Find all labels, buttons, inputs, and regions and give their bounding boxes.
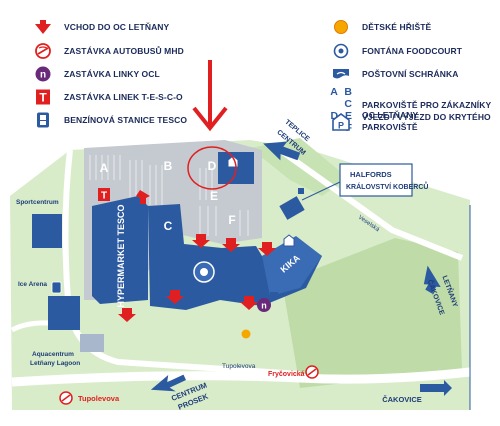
- parking-stripes: [89, 155, 249, 236]
- small-building-marker: [298, 188, 304, 194]
- cakovice-label: ČAKOVICE: [382, 395, 422, 404]
- entrance-arrow-5: [118, 308, 136, 322]
- entrance-arrows: [118, 190, 276, 322]
- sportcentrum-label: Sportcentrum: [16, 199, 59, 206]
- bus-stop-icon: [35, 43, 51, 59]
- tesco-label: HYPERMARKET TESCO: [116, 204, 126, 307]
- parking-label-c: C: [164, 219, 173, 233]
- legend-label-line1: VJEZD / VÝJEZD DO KRYTÉHO: [362, 112, 491, 122]
- dir-arrow-letnany: [423, 265, 441, 294]
- fuel-station-marker: [51, 281, 62, 294]
- mailbox-icon: [333, 69, 349, 79]
- playground-marker: [241, 329, 251, 339]
- legend-label: ZASTÁVKA LINEK T-E-S-C-O: [64, 92, 183, 102]
- legend-fuel: BENZÍNOVÁ STANICE TESCO: [34, 112, 187, 128]
- parking-label-e: E: [210, 189, 218, 203]
- legend-label: POŠTOVNÍ SCHRÁNKA: [362, 69, 459, 79]
- legend-ocl-stop: n ZASTÁVKA LINKY OCL: [34, 66, 160, 82]
- direction-arrows: [150, 141, 452, 396]
- fountain-marker: [193, 261, 215, 283]
- entrance-arrow-1: [136, 190, 150, 204]
- legend-label: BENZÍNOVÁ STANICE TESCO: [64, 115, 188, 125]
- halfords-label-1: HALFORDS: [350, 170, 392, 179]
- tupolevova-road-label: Tupolevova: [222, 363, 256, 370]
- legend-playground: DĚTSKÉ HŘIŠTĚ: [332, 19, 431, 35]
- svg-text:T: T: [39, 91, 47, 105]
- covered-parking-icon: P: [332, 113, 350, 131]
- legend-label-line1: PARKOVIŠTĚ PRO ZÁKAZNÍKY: [362, 100, 492, 110]
- frycovicka-label: Fryčovická: [268, 371, 305, 378]
- dir-arrow-centrum: [150, 374, 187, 392]
- ocl-line-stop-icon: n: [35, 66, 51, 82]
- legend-covered-parking: P VJEZD / VÝJEZD DO KRYTÉHO PARKOVIŠTĚ: [332, 112, 491, 132]
- tesco-stop-marker: T: [98, 188, 110, 202]
- legend-label: VJEZD / VÝJEZD DO KRYTÉHO PARKOVIŠTĚ: [362, 112, 491, 132]
- bus-stop-frycovicka: [305, 365, 319, 379]
- dir-arrow-cakovice: [420, 380, 452, 396]
- fuel-station-icon: [37, 112, 49, 128]
- aquacentrum-label-1: Aquacentrum: [32, 351, 74, 358]
- legend-mailbox: POŠTOVNÍ SCHRÁNKA: [332, 66, 458, 82]
- legend-label: PARKOVIŠTĚ PRO ZÁKAZNÍKY OC LETŇANY: [362, 100, 491, 120]
- highlight-circle: [187, 146, 237, 190]
- entrance-arrow-icon: [35, 20, 51, 34]
- parking-label-b: B: [164, 159, 173, 173]
- road-tupolevova: [11, 367, 471, 387]
- tupolevova-stop-label: Tupolevova: [78, 394, 120, 403]
- covered-parking-marker: [283, 234, 295, 247]
- legend-label-line2: PARKOVIŠTĚ: [362, 122, 418, 132]
- legend-label: ZASTÁVKA LINKY OCL: [64, 69, 160, 79]
- entrance-arrow-3: [222, 238, 240, 252]
- aquacentrum-label-2: Letňany Lagoon: [30, 360, 80, 367]
- aquacentrum-building: [80, 334, 104, 352]
- halfords-label-2: KRÁLOVSTVÍ KOBERCŮ: [346, 181, 428, 191]
- tesco-stop-letter: T: [101, 191, 107, 202]
- green-field: [282, 238, 462, 388]
- fountain-icon: [333, 43, 349, 59]
- legend-label: FONTÁNA FOODCOURT: [362, 46, 463, 56]
- parking-label-a: A: [100, 161, 109, 175]
- entrance-arrow-2: [192, 234, 210, 248]
- legend-fountain: FONTÁNA FOODCOURT: [332, 43, 462, 59]
- sportcentrum-building: [32, 214, 62, 248]
- parking-label-d: D: [208, 159, 217, 173]
- legend-label-line2: OC LETŇANY: [362, 110, 419, 120]
- entrance-arrow-4: [258, 242, 276, 256]
- tesco-line-stop-icon: T: [36, 89, 50, 105]
- mailbox-marker: [270, 292, 278, 298]
- entrance-arrow-6: [166, 290, 184, 304]
- svg-text:n: n: [40, 70, 46, 81]
- road-veselska: [278, 147, 464, 261]
- tesco-building: [92, 196, 148, 304]
- ocl-stop-marker: n: [257, 298, 271, 312]
- legend-entrance: VCHOD DO OC LETŇANY: [34, 19, 169, 35]
- bus-stop-tupolevova: [59, 391, 73, 405]
- svg-text:P: P: [338, 121, 344, 131]
- legend-label: DĚTSKÉ HŘIŠTĚ: [362, 22, 432, 32]
- kika-building: [262, 236, 322, 296]
- halfords-box: [339, 163, 413, 197]
- legend-bus-stop: ZASTÁVKA AUTOBUSŮ MHD: [34, 43, 184, 59]
- halfords-building: [279, 196, 305, 220]
- legend-label: ZASTÁVKA AUTOBUSŮ MHD: [64, 46, 184, 56]
- dir-arrow-teplice: [263, 141, 301, 161]
- legend-tesco-stop: T ZASTÁVKA LINEK T-E-S-C-O: [34, 89, 183, 105]
- parking-letters-top: A B C: [330, 86, 354, 110]
- legend-label: VCHOD DO OC LETŇANY: [64, 22, 170, 32]
- highlight-arrow: [192, 60, 228, 132]
- parking-label-f: F: [228, 213, 235, 227]
- playground-icon: [334, 20, 348, 34]
- ocl-stop-letter: n: [261, 301, 267, 311]
- ice-arena-label: Ice Arena: [18, 281, 47, 288]
- entrance-arrow-7: [240, 296, 258, 310]
- ice-arena-building: [48, 296, 80, 330]
